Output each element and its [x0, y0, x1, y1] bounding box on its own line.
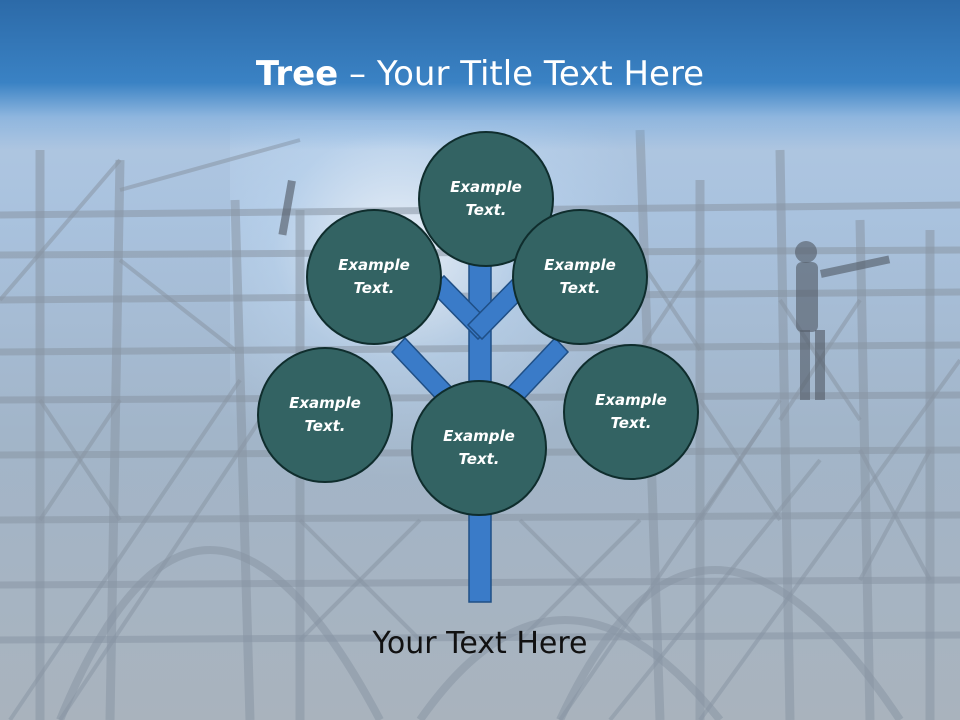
tree-node-top-label: Example Text. — [450, 178, 522, 219]
tree-node-upper-left[interactable]: Example Text. — [306, 209, 442, 345]
slide-title: Tree – Your Title Text Here — [0, 52, 960, 96]
tree-node-center-label: Example Text. — [443, 427, 515, 468]
tree-node-lower-left[interactable]: Example Text. — [257, 347, 393, 483]
tree-node-lower-right[interactable]: Example Text. — [563, 344, 699, 480]
title-rest-part: – Your Title Text Here — [338, 54, 705, 94]
tree-node-upper-right-label: Example Text. — [544, 256, 616, 297]
footer-text: Your Text Here — [372, 626, 588, 661]
title-bold-part: Tree — [255, 54, 339, 94]
title-banner — [0, 0, 960, 150]
tree-node-upper-left-label: Example Text. — [338, 256, 410, 297]
tree-node-lower-right-label: Example Text. — [595, 391, 667, 432]
tree-node-upper-right[interactable]: Example Text. — [512, 209, 648, 345]
tree-node-center[interactable]: Example Text. — [411, 380, 547, 516]
tree-node-lower-left-label: Example Text. — [289, 394, 361, 435]
